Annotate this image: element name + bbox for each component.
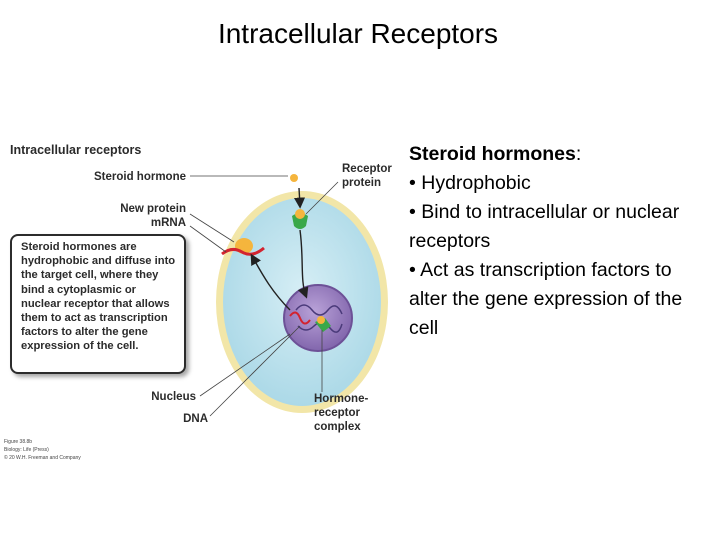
bound-hormone: [317, 316, 325, 324]
bullet-1: • Hydrophobic: [409, 172, 531, 194]
leader-receptor: [305, 181, 339, 215]
credit-line1: Figure 38.8b: [4, 439, 32, 445]
leader-nucleus: [199, 333, 291, 397]
label-mrna: mRNA: [151, 217, 186, 229]
label-steroid-hormone: Steroid hormone: [94, 171, 186, 183]
text-panel: Steroid hormones: • Hydrophobic • Bind t…: [409, 140, 714, 343]
label-new-protein: New protein: [120, 203, 186, 215]
arrow-nucleus-to-ribosome: [250, 253, 291, 311]
heading-bold: Steroid hormones: [409, 143, 576, 165]
label-complex-line1: Hormone-: [314, 393, 368, 405]
callout-box: Steroid hormones are hydrophobic and dif…: [10, 234, 186, 374]
mrna-strand: [221, 246, 265, 256]
leader-mrna: [189, 225, 227, 253]
bullet-2: • Bind to intracellular or nuclear recep…: [409, 201, 680, 252]
credit-line2: Biology: Life (Press): [4, 447, 49, 453]
label-receptor-line1: Receptor: [342, 163, 392, 175]
label-receptor-line2: protein: [342, 177, 381, 189]
leader-new-protein: [189, 213, 235, 243]
label-complex-line2: receptor: [314, 407, 361, 419]
steroid-hormone-molecule: [290, 174, 298, 182]
dna-strand: [295, 304, 343, 316]
text-panel-heading: Steroid hormones:: [409, 140, 714, 169]
label-complex-line3: complex: [314, 421, 361, 433]
leader-dna: [209, 325, 301, 417]
heading-colon: :: [575, 143, 582, 165]
slide-title: Intracellular Receptors: [217, 18, 499, 49]
cell-signaling-figure: Intracellular receptors Ste: [0, 130, 400, 470]
bullet-3: • Act as transcription factors to alter …: [409, 259, 683, 339]
panel-title: Intracellular receptors: [10, 143, 141, 157]
label-nucleus: Nucleus: [151, 391, 196, 403]
credit-line3: © 20 W.H. Freeman and Company: [4, 454, 81, 461]
mrna-in-nucleus: [289, 311, 311, 325]
label-dna: DNA: [183, 413, 208, 425]
figure-svg: Intracellular receptors Ste: [4, 143, 392, 461]
arrow-receptor-to-nucleus: [297, 229, 309, 299]
arrow-hormone-to-receptor: [293, 187, 306, 209]
hormone-at-receptor: [295, 209, 305, 219]
